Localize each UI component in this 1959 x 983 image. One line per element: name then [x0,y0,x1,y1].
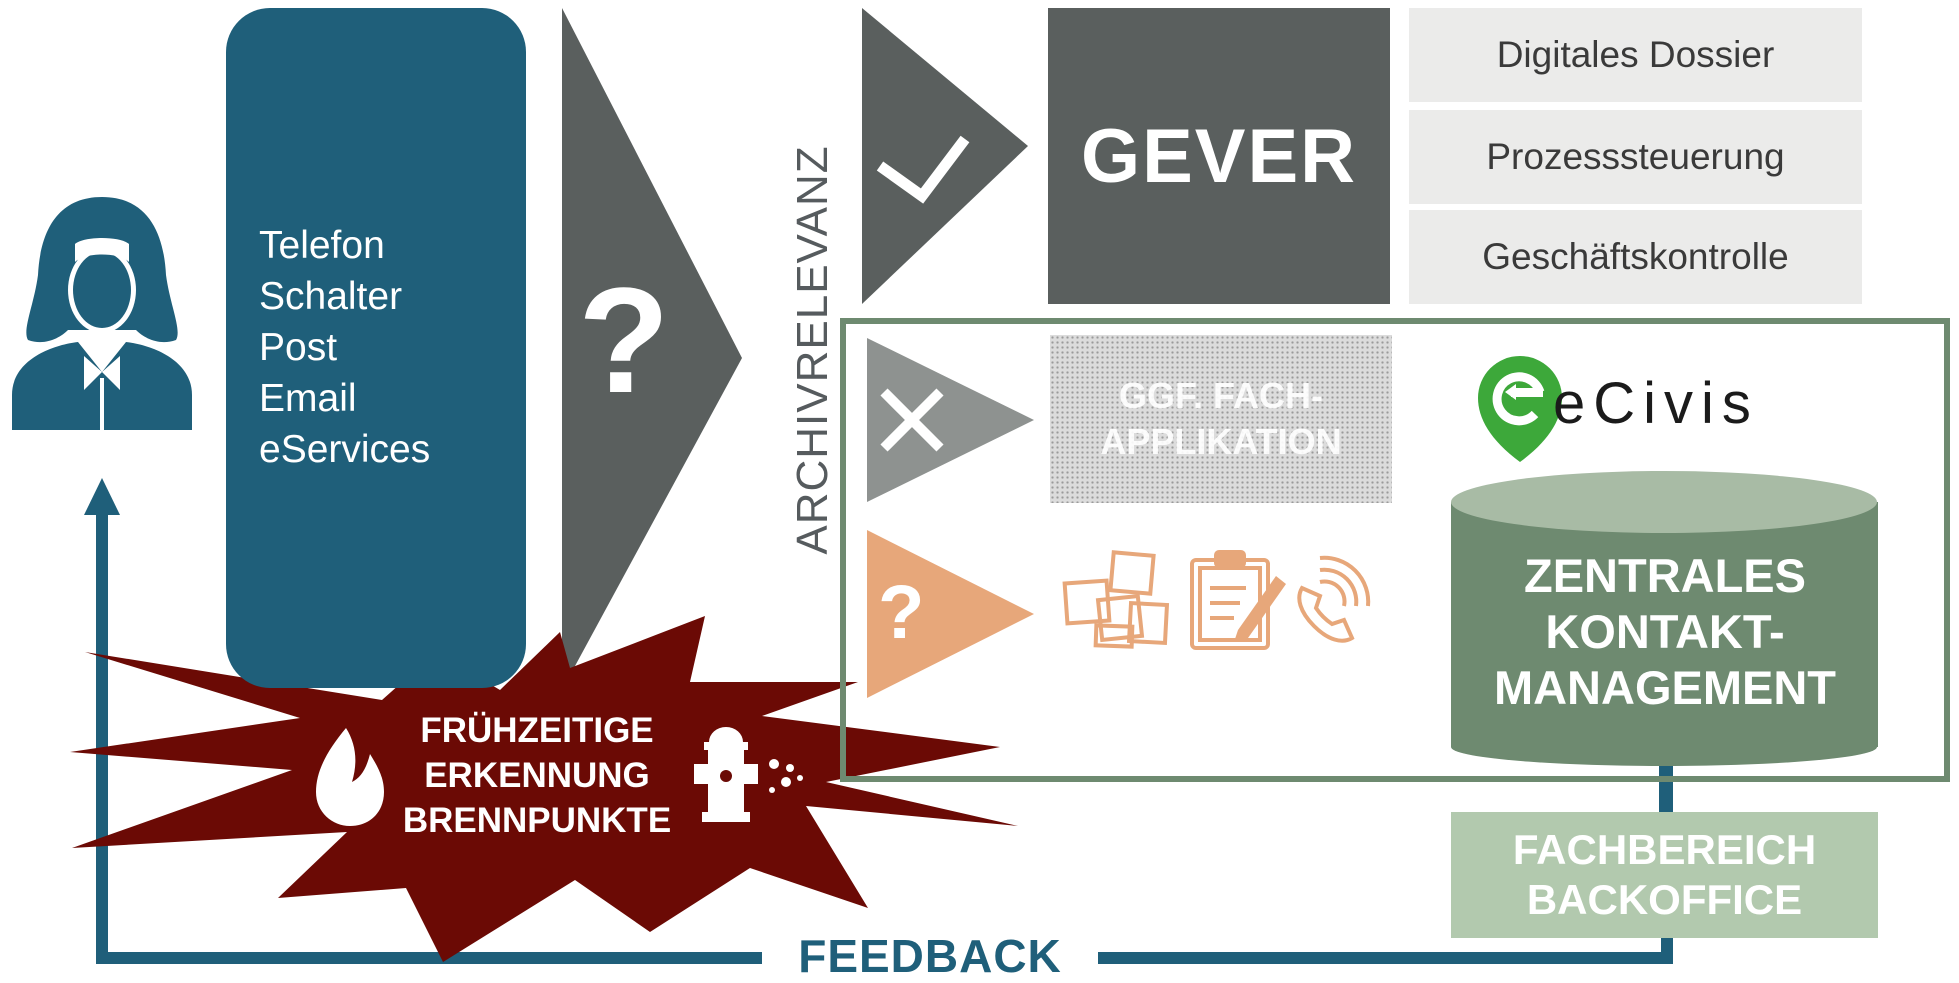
channel-item: Post [259,326,338,369]
ecivis-pin-icon [1478,356,1562,462]
database-label-line: ZENTRALES [1524,549,1806,602]
gever-item: Geschäftskontrolle [1409,210,1862,304]
cross-icon [880,388,944,452]
channel-item: eServices [259,428,431,471]
ecivis-triangle [867,530,1034,698]
gever-triangle [862,8,1028,304]
question-mark-large: ? [578,256,670,424]
person-icon [12,197,192,430]
backoffice-line: BACKOFFICE [1526,876,1803,923]
feedback-label: FEEDBACK [798,930,1062,982]
database-icon [1451,471,1878,766]
phone-icon [1297,555,1371,643]
fach-app-box: GGF. FACH- APPLIKATION [1050,335,1392,503]
database-label-line: MANAGEMENT [1493,661,1837,714]
database-label: ZENTRALES KONTAKT- MANAGEMENT [1452,548,1878,716]
clipboard-icon [1190,550,1286,650]
checkmark-icon [876,135,970,204]
ecivis-logo-text: eCivis [1553,371,1759,436]
gever-item: Digitales Dossier [1409,8,1862,102]
channel-item: Email [259,377,357,420]
flame-icon [316,728,384,826]
channel-list: Telefon Schalter Post Email eServices [259,220,430,475]
burst-line: FRÜHZEITIGE [420,711,654,750]
archiv-label: ARCHIVRELEVANZ [788,145,837,555]
channels-box [226,8,526,688]
triage-triangle [562,8,742,690]
notes-icon [1062,550,1170,649]
ecivis-frame [840,318,1950,782]
question-mark-small: ? [878,570,925,655]
backoffice-line: FACHBEREICH [1512,826,1817,873]
fach-app-line: APPLIKATION [1100,421,1342,462]
burst-label: FRÜHZEITIGE ERKENNUNG BRENNPUNKTE [384,708,690,843]
burst-line: BRENNPUNKTE [402,801,672,840]
channel-item: Schalter [259,275,403,318]
gever-box: GEVER [1048,8,1390,304]
alert-burst [70,616,1018,962]
hydrant-icon [694,727,803,822]
burst-line: ERKENNUNG [424,756,650,795]
gever-item: Prozesssteuerung [1409,110,1862,204]
database-label-line: KONTAKT- [1545,605,1785,658]
feedback-arrow-head [84,478,120,515]
channel-item: Telefon [259,224,385,267]
fach-triangle [867,338,1034,502]
fach-app-line: GGF. FACH- [1119,375,1323,416]
backoffice-box: FACHBEREICH BACKOFFICE [1451,812,1878,938]
